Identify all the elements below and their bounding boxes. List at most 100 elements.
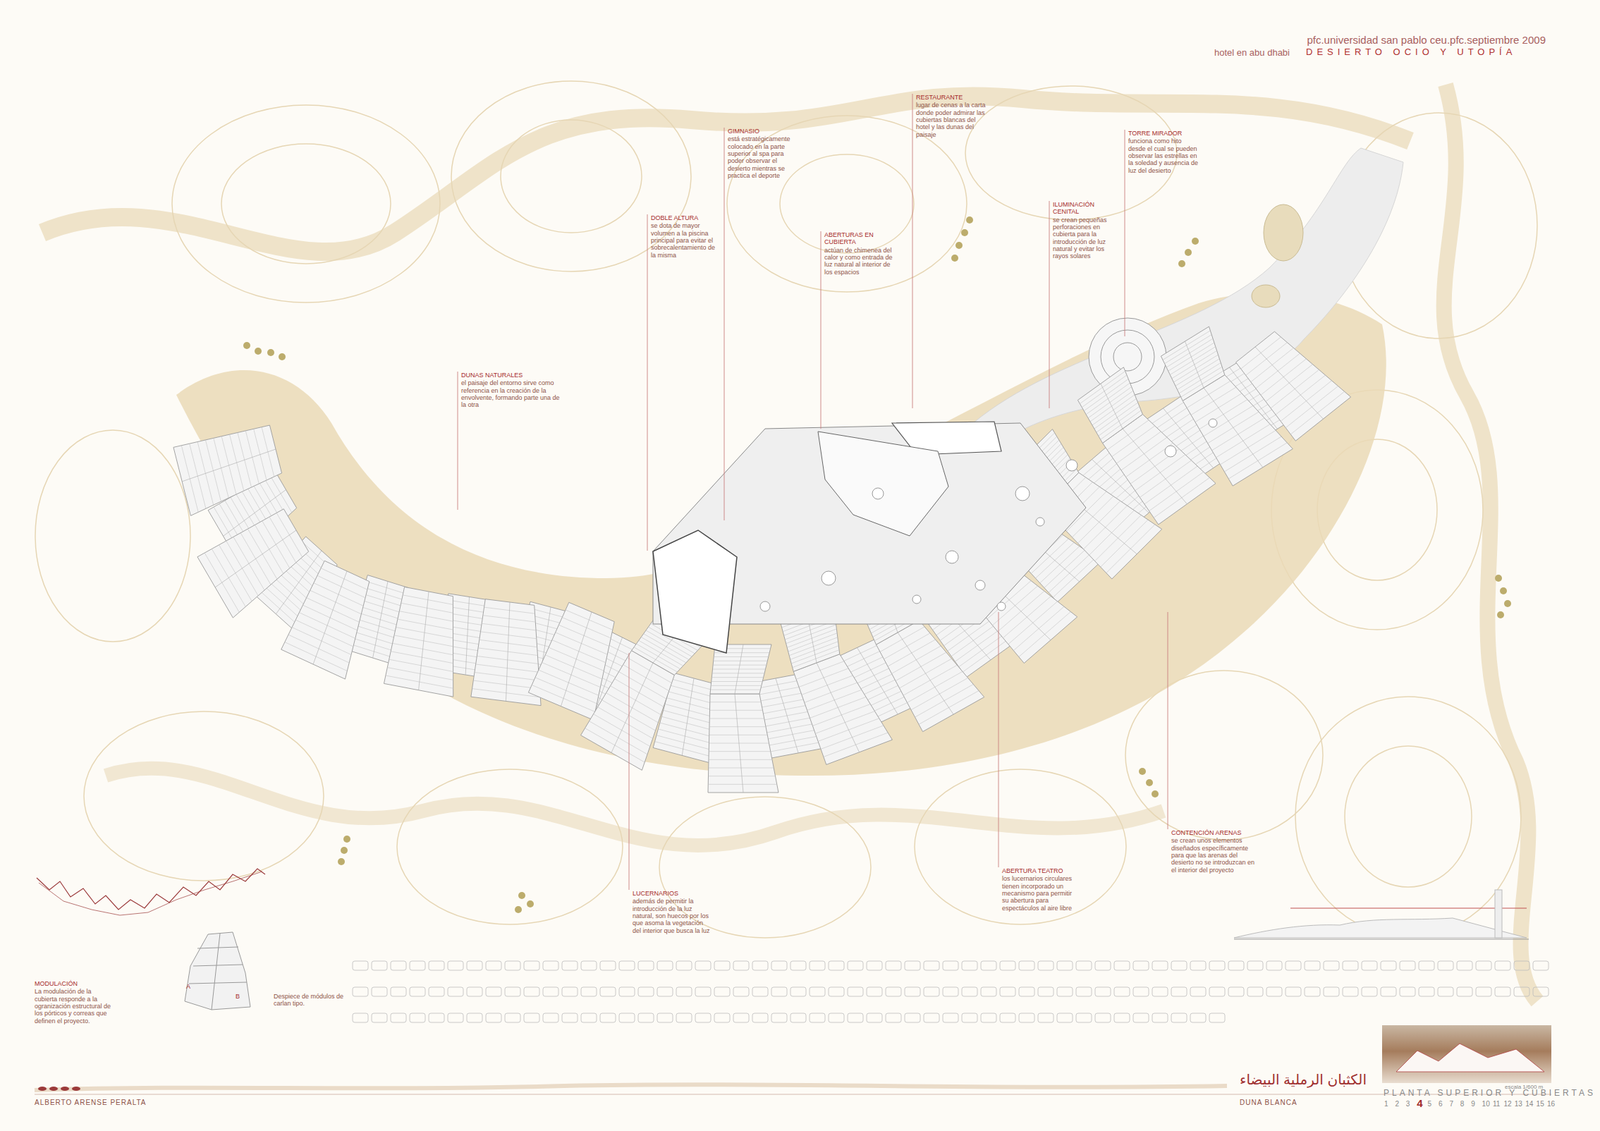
module-piece <box>1209 961 1225 971</box>
pool-volume <box>652 530 737 653</box>
tree <box>1504 600 1512 608</box>
roof-ridge <box>373 581 388 659</box>
skylight <box>1208 418 1218 428</box>
module-piece <box>1323 961 1340 971</box>
module-piece <box>1114 961 1130 971</box>
module-piece <box>523 1013 540 1023</box>
module-piece <box>390 961 407 971</box>
camels <box>38 1086 81 1091</box>
module-piece <box>1076 1013 1092 1023</box>
sheet-number: 13 <box>1514 1100 1523 1109</box>
module-piece <box>1437 961 1454 971</box>
module-piece <box>371 987 388 997</box>
module-piece <box>504 1013 521 1023</box>
module-piece <box>714 987 730 997</box>
module-piece <box>466 987 483 997</box>
callout-heading: RESTAURANTE <box>915 93 991 101</box>
callout-heading: GIMNASIO <box>727 127 799 135</box>
leader-line <box>724 127 725 521</box>
roof-ridge <box>1203 387 1263 468</box>
leader-line <box>1124 129 1126 337</box>
module-piece <box>923 987 940 997</box>
plan-sketch <box>36 868 266 916</box>
module-piece <box>371 961 388 971</box>
roof-module <box>1236 331 1352 441</box>
module-piece <box>752 961 768 971</box>
island <box>1251 284 1280 308</box>
module-piece <box>1190 987 1206 997</box>
leader-line <box>1049 200 1050 409</box>
module-piece <box>581 987 597 997</box>
module-piece <box>1133 961 1149 971</box>
module-piece <box>638 961 654 971</box>
contour <box>35 430 191 642</box>
module-piece <box>1418 987 1435 997</box>
module-piece <box>1513 987 1530 997</box>
module-piece <box>447 987 464 997</box>
module-piece <box>923 961 940 971</box>
callout-heading: MODULACIÓN <box>34 980 113 988</box>
module-piece <box>390 1013 407 1023</box>
roof-module <box>581 650 675 771</box>
module-piece <box>1380 987 1397 997</box>
module-piece <box>961 961 978 971</box>
callout-heading: DOBLE ALTURA <box>650 214 716 222</box>
island <box>1263 204 1304 261</box>
skylight <box>1066 459 1078 472</box>
thumbnail-building <box>1396 1043 1545 1072</box>
module-piece <box>428 987 445 997</box>
elevation <box>1234 889 1529 940</box>
spa-block <box>817 431 949 536</box>
leader-line <box>647 214 649 551</box>
module-piece <box>1133 987 1149 997</box>
module-piece <box>752 1013 768 1023</box>
callout-text: La modulación de la cubierta responde a … <box>34 987 113 1025</box>
sheet-number: 8 <box>1460 1100 1465 1109</box>
module-detail <box>184 932 251 1010</box>
tree <box>955 241 963 249</box>
tree <box>267 349 275 357</box>
roof-ridge <box>465 597 469 676</box>
module-piece <box>1018 987 1035 997</box>
module-piece <box>809 987 826 997</box>
module-letter: A <box>186 982 191 991</box>
callout-heading: DUNAS NATURALES <box>461 371 560 379</box>
roof-modules <box>173 326 1352 793</box>
module-piece <box>657 1013 673 1023</box>
sheet-number: 16 <box>1547 1100 1555 1109</box>
roof-ridge <box>418 591 429 691</box>
roof-ridge <box>1100 383 1123 429</box>
sheet-number: 1 <box>1384 1100 1389 1109</box>
module-piece <box>1456 961 1473 971</box>
module-piece <box>790 961 806 971</box>
module-piece <box>1513 961 1530 971</box>
module-letter: B <box>235 992 240 1000</box>
module-piece <box>847 1013 864 1023</box>
sand-band <box>105 768 1164 846</box>
module-piece <box>980 1013 997 1023</box>
module-piece <box>923 1013 940 1023</box>
module-piece <box>600 1013 616 1023</box>
tree <box>514 906 522 914</box>
elevation-line <box>1234 918 1527 938</box>
module-piece <box>1342 961 1359 971</box>
module-piece <box>1304 961 1321 971</box>
module-piece <box>1228 961 1244 971</box>
module-piece <box>866 1013 883 1023</box>
contour <box>914 769 1127 925</box>
module-piece <box>600 961 616 971</box>
sand-band <box>1444 84 1538 1002</box>
module-shape <box>184 932 251 1010</box>
skylight <box>1164 445 1177 457</box>
module-piece <box>428 961 445 971</box>
module-piece <box>1171 987 1187 997</box>
tower-ring <box>1100 330 1155 384</box>
callout-text: funciona como hito desde el cual se pued… <box>1128 137 1199 175</box>
subtitle: DUNA BLANCA <box>1239 1098 1298 1108</box>
module-piece <box>676 961 692 971</box>
tree <box>254 347 262 355</box>
module-piece <box>1190 1013 1206 1023</box>
module-piece <box>562 987 578 997</box>
module-piece <box>1361 961 1378 971</box>
